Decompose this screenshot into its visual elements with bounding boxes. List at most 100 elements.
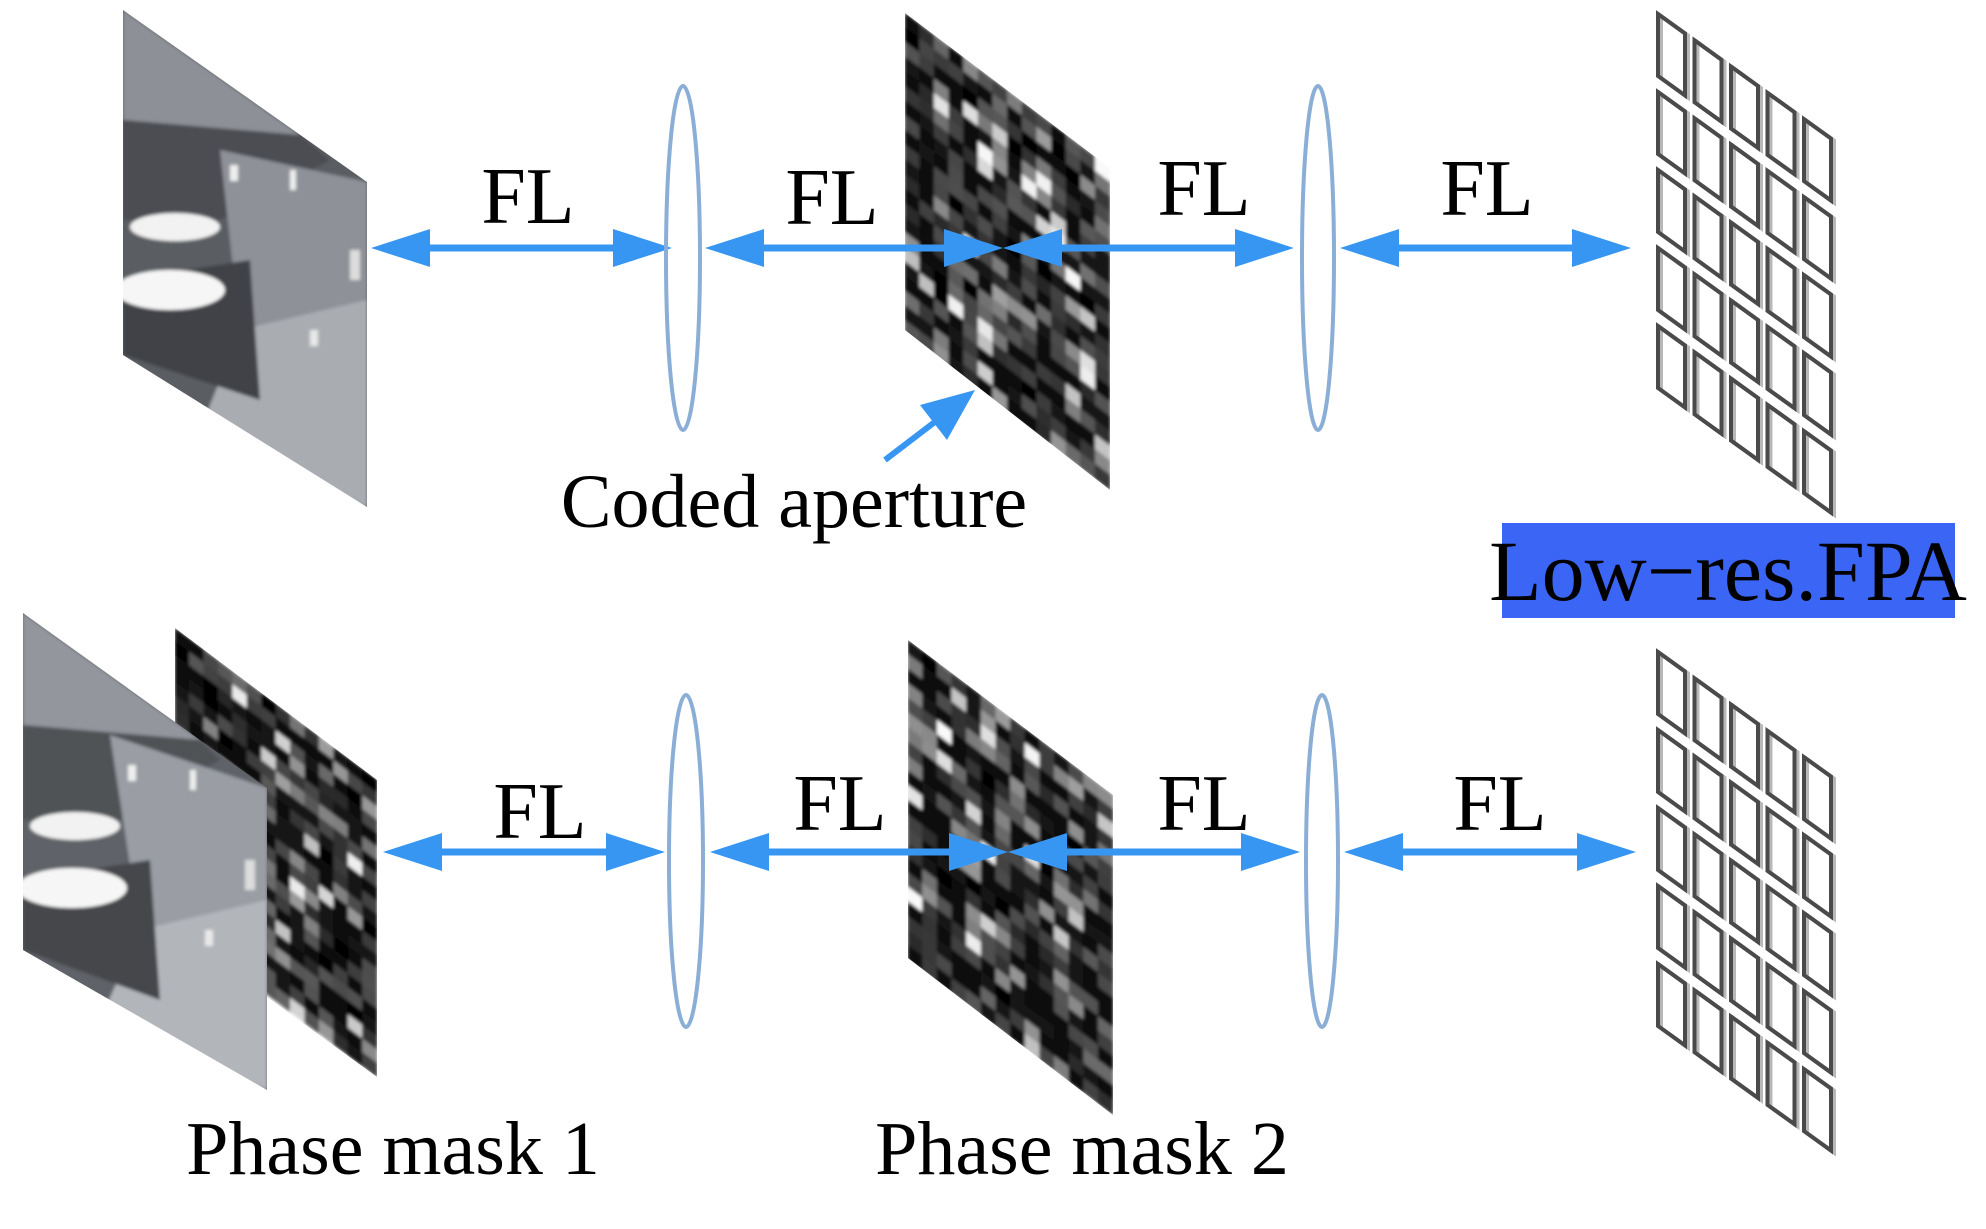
low-res-fpa-grid-top [1656, 10, 1836, 519]
mask-pixel [1094, 419, 1110, 447]
mask-pixel [362, 795, 377, 822]
fpa-pixel [1765, 322, 1797, 413]
low-res-fpa-badge: Low−res.FPA [1489, 523, 1967, 619]
mask-pixel [362, 849, 377, 876]
mask-pixel [1097, 1001, 1113, 1029]
fpa-pixel [1656, 166, 1687, 256]
fpa-pixel [1765, 88, 1797, 179]
mask-pixel [1094, 214, 1110, 242]
mask-pixel [362, 943, 377, 970]
distance-arrow-bottom-3 [1008, 833, 1300, 871]
mask-pixel [1097, 1030, 1113, 1058]
bottom-row: FL FL FL FL Phas [23, 613, 1836, 1191]
phase-mask-1 [175, 628, 377, 1077]
mask-pixel [1097, 1059, 1113, 1087]
mask-pixel [1097, 812, 1113, 840]
fpa-pixel [1656, 960, 1687, 1050]
mask-pixel [362, 889, 377, 916]
fpa-pixel [1802, 193, 1833, 283]
fpa-pixel [1729, 296, 1760, 386]
mask-pixel [1094, 287, 1110, 316]
fpa-pixel [1765, 960, 1797, 1051]
fl-label-bottom-2: FL [793, 760, 886, 848]
coded-aperture-label: Coded aperture [561, 460, 1027, 544]
fpa-pixel [1729, 778, 1760, 868]
fpa-pixel [1729, 374, 1760, 464]
mask-pixel [1097, 1015, 1113, 1044]
mask-pixel [362, 1011, 377, 1038]
mask-pixel [362, 835, 377, 862]
mask-pixel [1097, 826, 1113, 854]
mask-pixel [1097, 914, 1113, 942]
fpa-pixel [1692, 986, 1724, 1076]
fpa-pixel [1765, 400, 1797, 491]
mask-pixel [1094, 331, 1110, 360]
fpa-pixel [1802, 831, 1833, 921]
mask-pixel [1097, 986, 1113, 1014]
fpa-pixel [1692, 752, 1724, 842]
distance-arrow-top-1 [371, 229, 672, 267]
mask-pixel [362, 1051, 377, 1077]
fpa-pixel [1656, 804, 1687, 894]
mask-pixel [1094, 390, 1110, 418]
mask-pixel [1094, 170, 1110, 199]
low-res-fpa-grid-bottom [1656, 648, 1836, 1157]
fpa-pixel [1729, 856, 1760, 946]
mask-pixel [362, 957, 377, 984]
mask-pixel [1097, 1044, 1113, 1073]
fpa-pixel [1692, 674, 1724, 764]
distance-arrow-top-4 [1340, 229, 1631, 267]
lens-bottom-1 [667, 693, 705, 1029]
lens-bottom-2 [1304, 693, 1340, 1029]
fpa-pixel [1729, 140, 1760, 230]
fpa-pixel [1729, 700, 1760, 790]
mask-pixel [1094, 200, 1110, 228]
fpa-pixel [1656, 882, 1687, 972]
mask-pixel [1097, 943, 1113, 971]
fl-label-bottom-3: FL [1157, 760, 1250, 848]
mask-pixel [1097, 884, 1113, 913]
mask-pixel [1094, 361, 1110, 389]
phase-mask-1-label: Phase mask 1 [186, 1107, 600, 1191]
mask-pixel [362, 984, 377, 1011]
fpa-pixel [1656, 726, 1687, 816]
fpa-pixel [1729, 1012, 1760, 1102]
fpa-pixel [1692, 908, 1724, 998]
mask-pixel [1094, 448, 1110, 477]
mask-pixel [362, 808, 377, 835]
fpa-pixel [1802, 349, 1833, 439]
fpa-pixel [1765, 882, 1797, 973]
mask-pixel [1097, 797, 1113, 825]
fpa-pixel [1802, 909, 1833, 999]
scene-image-bottom [23, 613, 267, 1090]
mask-pixel [1097, 1088, 1113, 1115]
fpa-pixel [1802, 427, 1833, 517]
mask-pixel [1094, 317, 1110, 345]
mask-pixel [1097, 957, 1113, 985]
fpa-pixel [1656, 10, 1687, 100]
fpa-pixel [1656, 244, 1687, 334]
fpa-pixel [1692, 348, 1724, 438]
mask-pixel [362, 876, 377, 903]
fpa-pixel [1692, 192, 1724, 282]
fpa-pixel [1656, 648, 1687, 738]
fl-label-top-1: FL [481, 153, 574, 241]
mask-pixel [362, 822, 377, 849]
mask-pixel [1094, 434, 1110, 462]
fl-label-top-3: FL [1157, 145, 1250, 233]
fpa-pixel [1692, 114, 1724, 204]
mask-pixel [1094, 375, 1110, 403]
scene-image-top [123, 10, 367, 507]
fpa-pixel [1802, 987, 1833, 1077]
fpa-pixel [1802, 1065, 1833, 1155]
mask-pixel [1094, 346, 1110, 374]
phase-mask-2 [908, 640, 1113, 1115]
fpa-pixel [1802, 115, 1833, 205]
mask-pixel [1097, 855, 1113, 884]
mask-pixel [362, 916, 377, 943]
fl-label-bottom-4: FL [1453, 760, 1546, 848]
mask-pixel [362, 903, 377, 930]
mask-pixel [362, 862, 377, 889]
fpa-pixel [1802, 271, 1833, 361]
